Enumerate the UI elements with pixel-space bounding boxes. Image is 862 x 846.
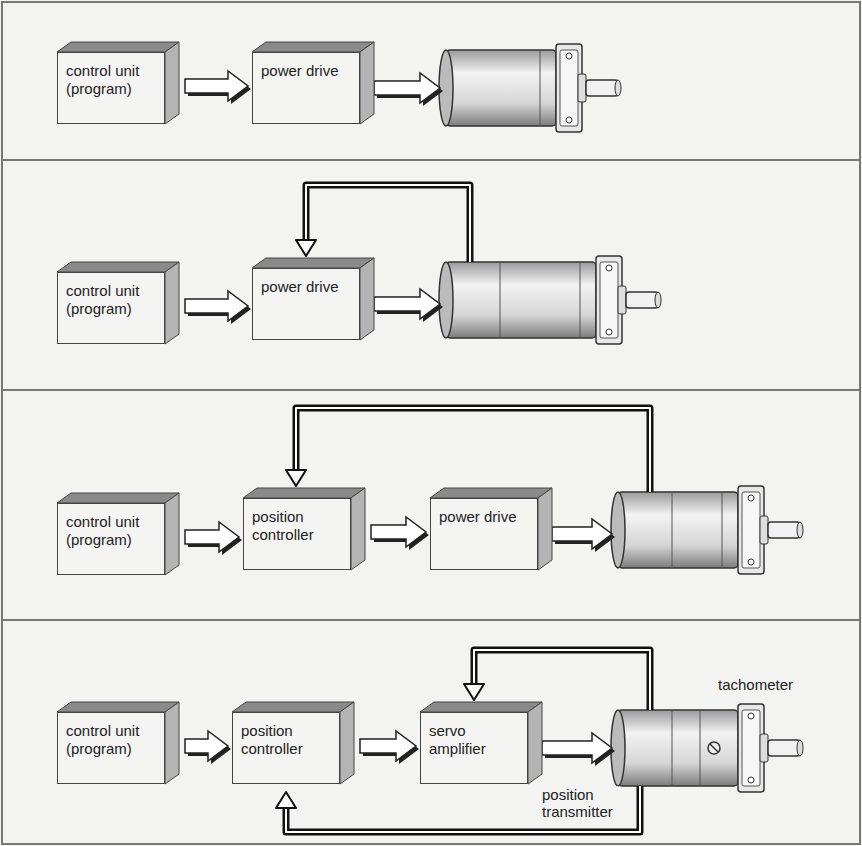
box-label: control unit (program) xyxy=(66,513,156,549)
signal-arrow xyxy=(185,291,251,324)
signal-arrow xyxy=(185,522,242,555)
separator xyxy=(2,159,860,161)
box-label: power drive xyxy=(261,62,351,80)
box-label: control unit (program) xyxy=(66,282,156,318)
box-label: position controller xyxy=(252,508,342,544)
part-label: tachometer xyxy=(716,676,795,693)
box-label: control unit (program) xyxy=(66,722,156,758)
box-depth xyxy=(252,42,376,126)
box-label: position controller xyxy=(241,722,331,758)
process-box: servo amplifier xyxy=(420,712,528,784)
process-box: control unit (program) xyxy=(57,52,165,124)
signal-arrow xyxy=(185,71,251,104)
part-label: position transmitter xyxy=(540,786,618,820)
box-label: servo amplifier xyxy=(429,722,519,758)
separator xyxy=(2,389,860,391)
process-box: position controller xyxy=(243,498,351,570)
signal-arrow xyxy=(371,517,429,550)
box-label: power drive xyxy=(261,278,351,296)
motor xyxy=(611,486,803,574)
process-box: power drive xyxy=(252,52,360,124)
box-depth xyxy=(252,258,376,342)
signal-arrow xyxy=(360,731,419,764)
process-box: control unit (program) xyxy=(57,712,165,784)
motor xyxy=(439,44,621,132)
box-label: power drive xyxy=(439,508,529,526)
power-arrow xyxy=(374,73,615,766)
box-label: control unit (program) xyxy=(66,62,156,98)
process-box: power drive xyxy=(430,498,538,570)
process-box: control unit (program) xyxy=(57,503,165,575)
process-box: power drive xyxy=(252,268,360,340)
box-depth xyxy=(430,488,554,572)
signal-arrow xyxy=(185,731,231,764)
motor xyxy=(439,256,661,344)
process-box: control unit (program) xyxy=(57,272,165,344)
motor-with-tachometer xyxy=(611,704,803,792)
process-box: position controller xyxy=(232,712,340,784)
separator xyxy=(2,619,860,621)
